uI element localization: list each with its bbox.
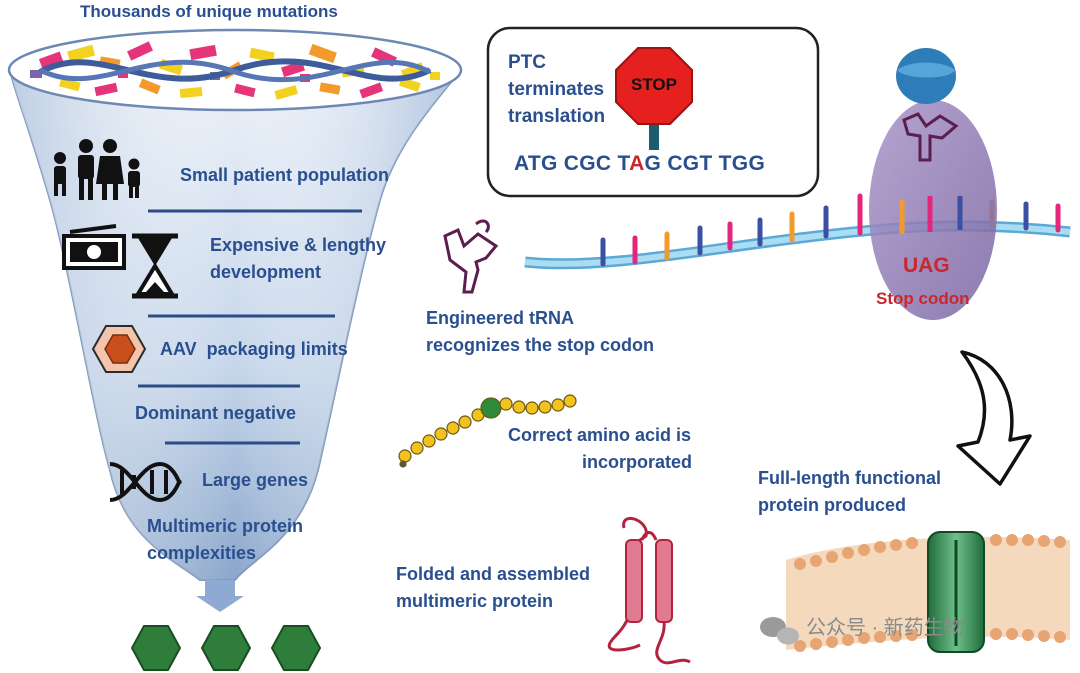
amino-acid-chain — [398, 394, 577, 468]
uag-codon: UAG — [903, 254, 950, 277]
watermark-text: 公众号 · 新药生物 — [806, 617, 964, 639]
stop-sign-icon — [615, 47, 693, 150]
sequence-part-2: G CGT TGG — [644, 152, 766, 175]
money-hourglass-icon — [62, 224, 178, 299]
folded-label-line-1: Folded and assembled — [396, 564, 591, 584]
output-hexagons — [130, 625, 322, 671]
label-large-genes: Large genes — [202, 470, 309, 490]
ptc-line-2: terminates — [508, 79, 605, 100]
amino-label-line-2: incorporated — [582, 452, 693, 472]
sequence-part-1: ATG CGC T — [514, 152, 630, 175]
label-dominant-negative: Dominant negative — [135, 403, 297, 423]
hexagon-3 — [270, 625, 322, 671]
label-small-patient-population: Small patient population — [180, 165, 390, 185]
ptc-line-1: PTC — [508, 52, 546, 73]
label-expensive: Expensive & lengthy — [210, 235, 387, 255]
amino-label-line-1: Correct amino acid is — [508, 425, 692, 445]
codon-ticks — [600, 193, 1061, 267]
stop-codon-label: Stop codon — [876, 289, 970, 308]
folded-protein-icon — [607, 517, 691, 665]
trna-label-line-2: recognizes the stop codon — [426, 335, 655, 355]
hexagon-2 — [200, 625, 252, 671]
ptc-line-3: translation — [508, 106, 606, 127]
membrane-channel-icon — [786, 531, 1070, 653]
fulllength-label-line-1: Full-length functional — [758, 468, 941, 488]
stop-sign-text: STOP — [631, 75, 677, 94]
ptc-sequence: ATG CGC TAG CGT TGG — [514, 152, 765, 176]
sequence-stop-base: A — [629, 152, 645, 175]
arrow-icon — [956, 350, 1032, 486]
folded-label-line-2: multimeric protein — [396, 591, 554, 611]
wechat-icon — [760, 617, 799, 645]
label-aav-packaging: AAV packaging limits — [160, 339, 348, 359]
label-development: development — [210, 262, 322, 282]
trna-label-line-1: Engineered tRNA — [426, 308, 575, 328]
hexagon-1 — [130, 625, 182, 671]
aav-hexagon-icon — [91, 325, 147, 373]
fulllength-label-line-2: protein produced — [758, 495, 906, 515]
dna-icon — [109, 461, 182, 503]
label-multimeric-protein: Multimeric protein — [147, 516, 304, 536]
funnel-title: Thousands of unique mutations — [80, 2, 338, 21]
trna-icon — [443, 219, 499, 294]
label-complexities: complexities — [147, 543, 257, 563]
ribosome-icon — [869, 48, 997, 320]
family-icon — [54, 139, 140, 200]
